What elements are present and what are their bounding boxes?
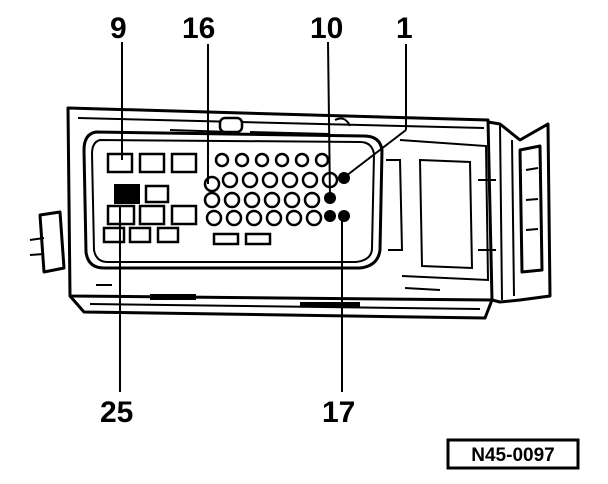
reference-code: N45-0097 (471, 445, 554, 466)
small-pins-upper (214, 152, 330, 168)
locking-lever (399, 120, 552, 304)
large-terminals (102, 152, 198, 244)
callout-pin-9: 9 (110, 12, 127, 45)
connector-housing (29, 106, 494, 320)
callout-pin-25: 25 (100, 396, 133, 429)
contact-face (82, 130, 404, 270)
small-pins-row-1-9 (203, 171, 350, 193)
small-pins-row-17-25 (205, 209, 350, 246)
leader-pin-1-b (345, 129, 407, 177)
callout-pin-10: 10 (310, 12, 343, 45)
callout-pin-16: 16 (182, 12, 215, 45)
callout-pin-17: 17 (322, 396, 355, 429)
small-pins-row-10-16 (203, 191, 336, 209)
leader-lines (119, 41, 407, 392)
reference-code-box: N45-0097 (446, 438, 580, 470)
leader-pin-10 (327, 41, 331, 199)
callout-pin-1: 1 (396, 12, 413, 45)
